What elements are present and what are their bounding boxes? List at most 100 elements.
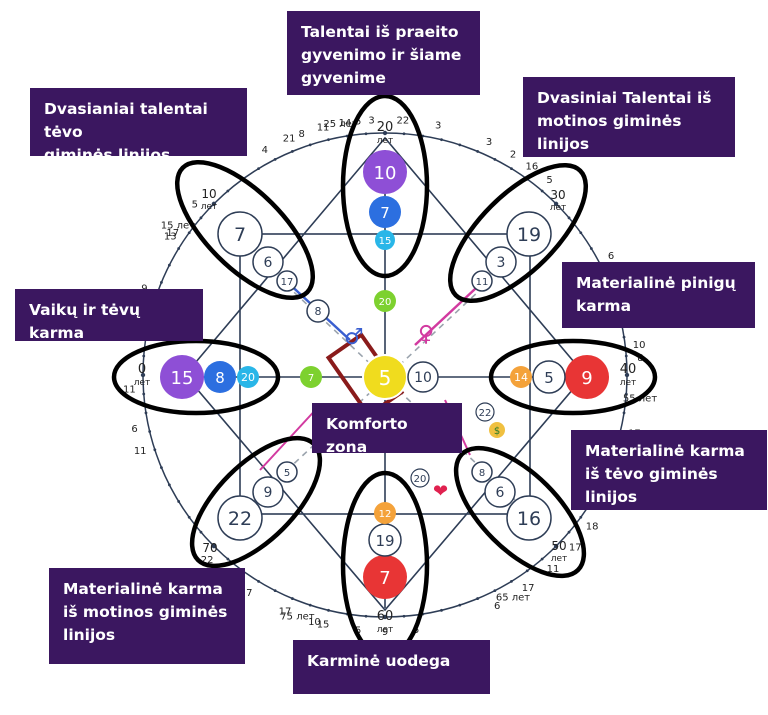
left-second-node [204,361,236,393]
age-bottom-left: 70 [202,541,217,555]
svg-text:$: $ [494,426,500,437]
label-karmic-tail: Karminė uodega [293,640,490,694]
ring-tick [458,143,462,147]
ring-label: 25 лет [323,119,357,130]
bottom-right-values: 16 6 8 50 лет [479,468,567,564]
ring-label: 22 [201,555,214,566]
ring-tick [308,143,312,147]
ring-tick [257,579,260,583]
ring-tick [458,603,462,607]
ring-label: 17 [522,583,535,594]
top-right-third-value: 11 [476,277,489,288]
ring-label: 10 [308,617,321,628]
ring-tick [153,448,157,452]
inner-lower-right-b-node [410,468,430,488]
ring-tick [567,530,571,534]
highlight-top-left [174,159,316,301]
right-second-value: 5 [544,369,554,387]
label-mother-line-spiritual-talents: Dvasiniai Talentai iš motinos giminės li… [523,77,735,157]
ring-tick [493,157,497,161]
ring-tick [327,138,330,142]
ring-label: 21 [283,134,296,145]
top-left-main-node [217,211,263,257]
ring-tick [382,130,388,136]
inner-left-value: 7 [308,373,314,384]
ring-label: 7 [246,588,252,599]
highlight-top-right [447,162,589,304]
label-past-life-talents: Talentai iš praeito gyvenimo ir šiame gy… [287,11,480,95]
right-second-node [532,360,566,394]
left-main-node [160,355,204,399]
ring-label: 17 [166,228,179,239]
ring-tick [493,589,497,593]
ring-tick [226,189,230,193]
inner-male-value: 8 [315,305,322,318]
ring-tick [308,603,312,607]
ring-label: 11 [317,123,330,134]
ring-tick [273,157,277,161]
ring-label: 65 лет [496,593,530,604]
ring-tick [327,608,330,612]
ring-label: 11 [547,564,560,575]
ring-label: 16 [525,161,538,172]
ring-label: 75 лет [280,612,314,623]
top-left-second-value: 6 [264,255,273,271]
ring-tick [579,515,583,519]
ring-tick [187,515,191,519]
age-right: 40 [620,362,637,377]
left-node-group: 15 8 20 0 лет [134,355,259,399]
ring-label: 2 [510,149,516,160]
ring-label: 6 [494,601,500,612]
top-left-node-group [217,211,298,292]
bottom-left-third-value: 5 [284,468,290,479]
ring-tick [553,543,559,549]
age-top-left-unit: лет [201,202,218,212]
ring-tick [226,557,230,561]
top-right-node-group [471,211,552,292]
age-bottom-right-unit: лет [551,554,568,564]
inner-lower-right-a-node [475,402,495,422]
ring-tick [364,132,368,136]
top-right-second-node [485,246,517,278]
top-second-value: 7 [380,204,390,222]
right-main-node [565,355,609,399]
highlight-top [340,93,430,279]
heart-icon: ❤ [433,481,448,502]
center-node [362,354,408,400]
ring-tick [402,132,406,136]
top-right-main-value: 19 [517,224,541,246]
bottom-third-node [374,502,396,524]
money-bag-icon [489,422,505,438]
ring-tick [144,411,148,415]
left-main-value: 15 [171,368,194,389]
ring-tick [290,597,294,600]
ring-tick [148,430,152,433]
ring-tick [476,150,480,153]
highlight-bottom-right [453,445,587,579]
ring-label: 17 [569,542,582,553]
bottom-right-main-node [506,495,552,541]
ring-tick [273,589,277,593]
top-main-node [363,150,407,194]
comfort-zone: 5 [325,332,408,418]
age-top-left: 10 [201,187,216,201]
label-father-line-material-karma: Materialinė karma iš tėvo giminės linijo… [571,430,767,510]
ring-tick [382,614,388,620]
bottom-left-second-value: 9 [264,485,273,501]
age-top-right: 30 [550,188,565,202]
ring-tick [440,138,443,142]
bottom-second-value: 19 [375,532,394,550]
ring-tick [187,231,191,235]
top-left-third-node [276,270,298,292]
top-left-main-value: 7 [234,224,246,246]
ring-tick [540,189,544,193]
ring-tick [160,466,163,470]
ring-label: 15 [317,619,330,630]
ring-label: 8 [298,129,304,140]
left-second-value: 8 [215,369,225,387]
age-top: 20 [377,120,394,135]
ring-label: 10 [633,340,646,351]
ring-label: 11 [134,446,147,457]
ring-tick [579,231,583,235]
ring-tick [402,614,406,618]
